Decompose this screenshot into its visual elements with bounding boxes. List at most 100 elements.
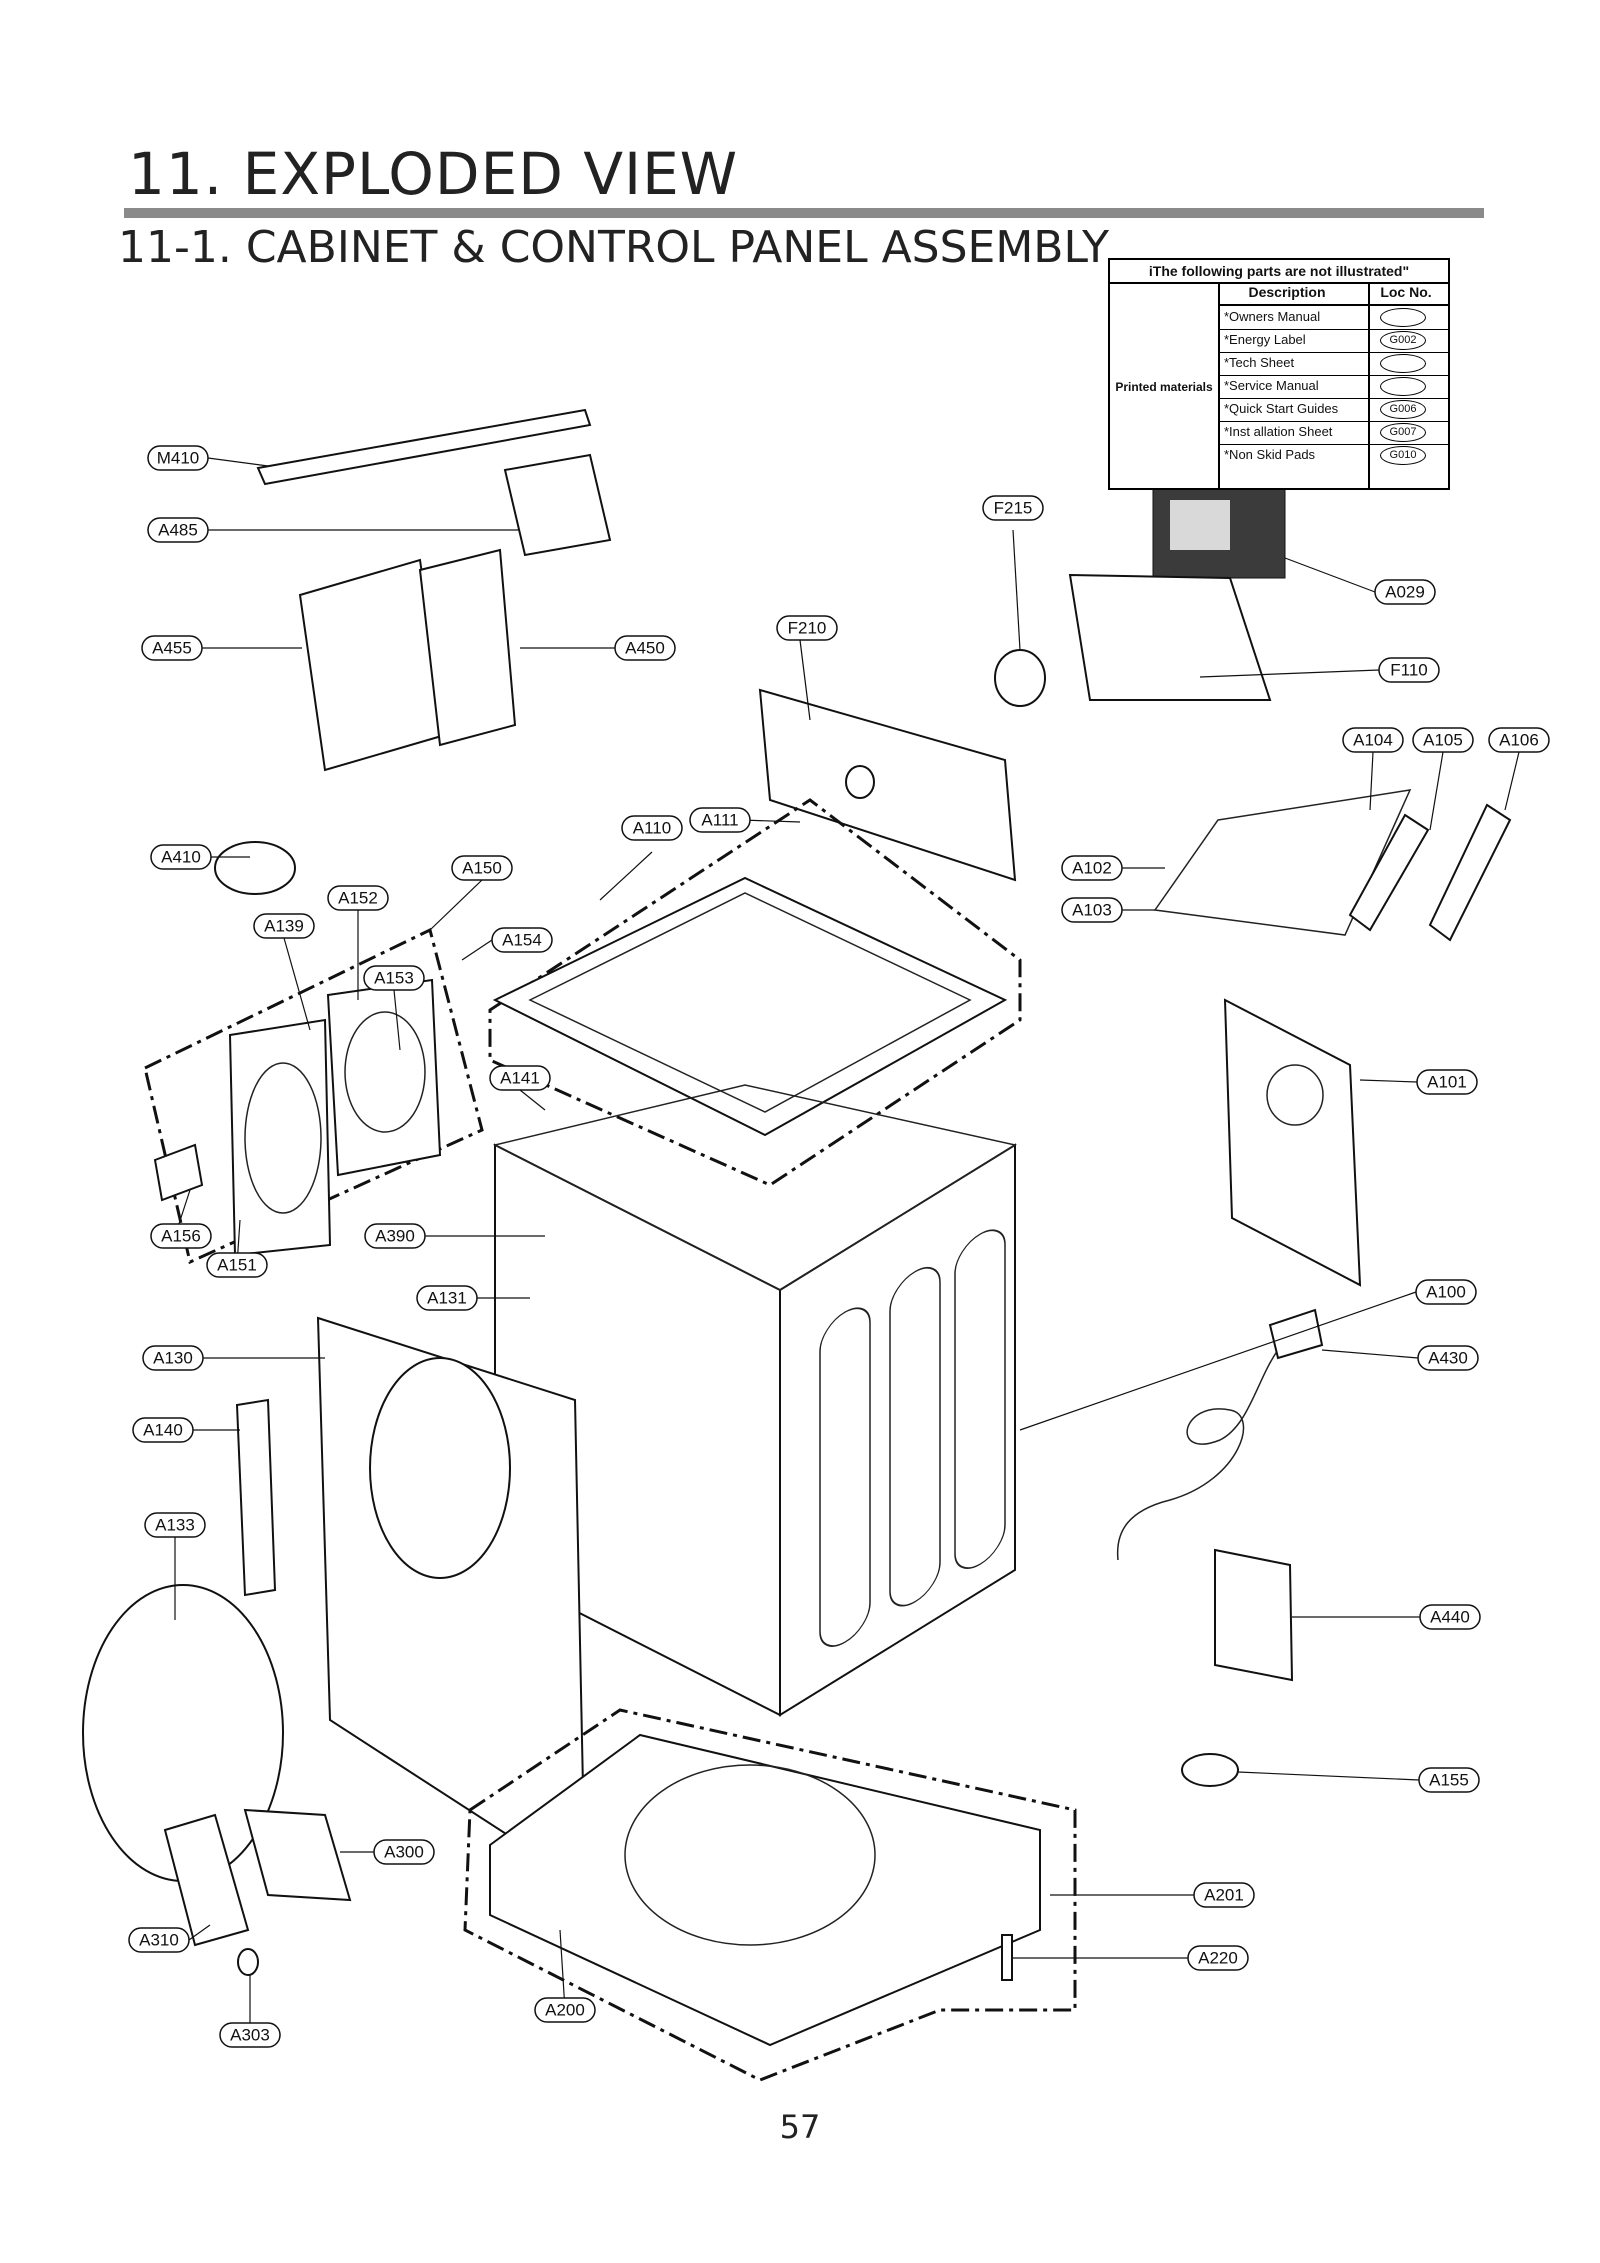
row-description: *Quick Start Guides (1224, 401, 1339, 416)
callout-a410: A410 (150, 844, 212, 870)
callout-a485: A485 (147, 517, 209, 543)
part-a150-dash-group (143, 927, 484, 1265)
callout-a450: A450 (614, 635, 676, 661)
svg-text:A303: A303 (230, 2026, 270, 2045)
parts-table-row: *Quick Start Guides G006 (1220, 398, 1448, 422)
svg-text:A131: A131 (427, 1289, 467, 1308)
callout-a153: A153 (363, 965, 425, 991)
svg-text:A130: A130 (153, 1349, 193, 1368)
callout-a106: A106 (1488, 727, 1550, 753)
parts-table-category: Printed materials (1115, 380, 1213, 394)
svg-text:A100: A100 (1426, 1283, 1466, 1302)
svg-text:A450: A450 (625, 639, 665, 658)
page-title: 11. EXPLODED VIEW (128, 140, 739, 208)
part-a303-cap (237, 1948, 259, 1976)
svg-text:A430: A430 (1428, 1349, 1468, 1368)
part-a155-bushing (1181, 1753, 1239, 1787)
row-description: *Non Skid Pads (1224, 447, 1316, 462)
parts-table-row: *Non Skid Pads G010 (1220, 444, 1448, 467)
svg-text:A141: A141 (500, 1069, 540, 1088)
row-loc-number: G007 (1380, 423, 1426, 442)
svg-text:A201: A201 (1204, 1886, 1244, 1905)
part-a140-hinge (235, 1398, 277, 1597)
part-a100-rib-1 (819, 1307, 871, 1647)
svg-text:F215: F215 (994, 499, 1033, 518)
parts-table-row: *Tech Sheet (1220, 352, 1448, 376)
part-a110-top (492, 876, 1008, 1137)
part-a100-cabinet-right (779, 1143, 1016, 1717)
part-a200-base (489, 1733, 1041, 2047)
svg-text:A140: A140 (143, 1421, 183, 1440)
part-a310-cover (163, 1813, 250, 1947)
section-title: 11-1. CABINET & CONTROL PANEL ASSEMBLY (118, 222, 1110, 273)
row-description: *Energy Label (1224, 332, 1306, 347)
callout-a220: A220 (1187, 1945, 1249, 1971)
parts-table-divider (1368, 282, 1370, 488)
part-m410-bracket (256, 408, 592, 486)
part-a440-box (1214, 1548, 1294, 1682)
svg-text:A155: A155 (1429, 1771, 1469, 1790)
svg-text:A105: A105 (1423, 731, 1463, 750)
row-loc-number (1380, 377, 1426, 396)
part-a110-dash-group (488, 798, 1022, 1187)
callout-f110: F110 (1378, 657, 1440, 683)
svg-text:A410: A410 (161, 848, 201, 867)
svg-text:A220: A220 (1198, 1949, 1238, 1968)
svg-text:A310: A310 (139, 1931, 179, 1950)
callout-a440: A440 (1419, 1604, 1481, 1630)
part-a100-cabinet-top (492, 1084, 1017, 1291)
part-a151-door-glass (244, 1062, 322, 1214)
callout-f215: F215 (982, 495, 1044, 521)
leader-lines (174, 457, 1520, 2035)
page-number: 57 (779, 2108, 821, 2146)
parts-table-row: *Inst allation Sheet G007 (1220, 421, 1448, 445)
part-a104-sheet (1153, 789, 1412, 936)
parts-table-header-loc: Loc No. (1380, 284, 1432, 300)
part-a450-housing (418, 548, 517, 747)
callout-a200: A200 (534, 1997, 596, 2023)
part-a029-chip (1170, 500, 1230, 550)
part-a430-cord (1116, 1324, 1311, 1561)
svg-text:A104: A104 (1353, 731, 1393, 750)
row-loc-number: G002 (1380, 331, 1426, 350)
row-loc-number (1380, 308, 1426, 327)
svg-text:A110: A110 (633, 819, 671, 838)
callout-a455: A455 (141, 635, 203, 661)
callout-a102: A102 (1061, 855, 1123, 881)
svg-text:M410: M410 (157, 449, 200, 468)
part-f110-board (1068, 573, 1272, 701)
callout-a131: A131 (416, 1285, 478, 1311)
part-f210-knob-hole (845, 765, 875, 799)
callout-a151: A151 (206, 1252, 268, 1278)
svg-text:A106: A106 (1499, 731, 1539, 750)
part-a200-opening (624, 1764, 876, 1946)
callout-a133: A133 (144, 1512, 206, 1538)
svg-text:A102: A102 (1072, 859, 1112, 878)
row-loc-number (1380, 354, 1426, 373)
callout-a390: A390 (364, 1223, 426, 1249)
svg-text:A029: A029 (1385, 583, 1425, 602)
svg-text:A150: A150 (462, 859, 502, 878)
callout-a029: A029 (1374, 579, 1436, 605)
parts-table-header-description: Description (1248, 284, 1326, 300)
svg-text:A133: A133 (155, 1516, 195, 1535)
parts-table-row: *Owners Manual (1220, 306, 1448, 330)
svg-text:A111: A111 (701, 811, 738, 830)
callout-a150: A150 (451, 855, 513, 881)
callout-a156: A156 (150, 1223, 212, 1249)
part-a220-leg (1001, 1934, 1013, 1981)
svg-text:A440: A440 (1430, 1608, 1470, 1627)
callout-a155: A155 (1418, 1767, 1480, 1793)
parts-table-divider (1218, 304, 1448, 306)
svg-text:A485: A485 (158, 521, 198, 540)
title-divider (124, 208, 1484, 218)
svg-text:A390: A390 (375, 1227, 415, 1246)
svg-text:A200: A200 (545, 2001, 585, 2020)
callout-a111: A111 (689, 807, 751, 833)
parts-table-row: *Energy Label G002 (1220, 329, 1448, 353)
callout-a110: A110 (621, 815, 683, 841)
callout-a303: A303 (219, 2022, 281, 2048)
callout-a130: A130 (142, 1345, 204, 1371)
part-a101-vent (1266, 1064, 1324, 1126)
